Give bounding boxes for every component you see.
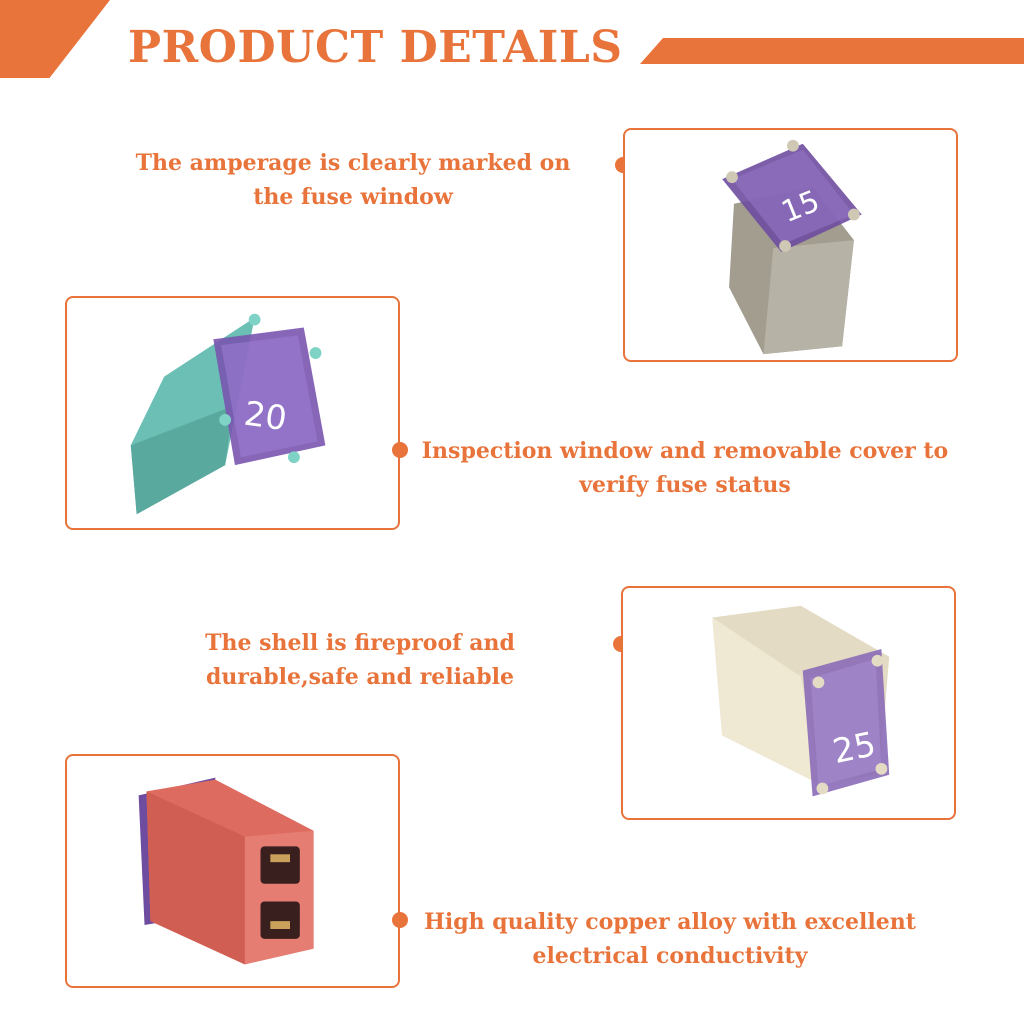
feature-text-copper: High quality copper alloy with excellent… bbox=[424, 909, 916, 969]
fuse-terminal-image bbox=[138, 777, 314, 965]
product-card-15a: 15 bbox=[623, 128, 958, 362]
feature-dot-inspection bbox=[392, 442, 408, 458]
fuse-20a-image: 20 bbox=[130, 313, 326, 515]
feature-text-inspection: Inspection window and removable cover to… bbox=[421, 438, 949, 498]
product-card-copper bbox=[65, 754, 400, 988]
feature-text-shell: The shell is fireproof and durable,safe … bbox=[205, 630, 515, 690]
feature-dot-copper bbox=[392, 912, 408, 928]
fuse-20a-amp-label: 20 bbox=[242, 394, 290, 439]
fuse-25a-image: 25 bbox=[712, 605, 890, 797]
product-card-20a: 20 bbox=[65, 296, 400, 530]
product-card-25a: 25 bbox=[621, 586, 956, 820]
fuse-25a-amp-label: 25 bbox=[829, 724, 879, 771]
fuse-15a-image: 15 bbox=[722, 139, 862, 355]
feature-text-amperage: The amperage is clearly marked on the fu… bbox=[135, 150, 571, 210]
title-accent-bar bbox=[640, 38, 1024, 64]
corner-accent bbox=[0, 0, 110, 78]
page-title: PRODUCT DETAILS bbox=[128, 22, 623, 73]
